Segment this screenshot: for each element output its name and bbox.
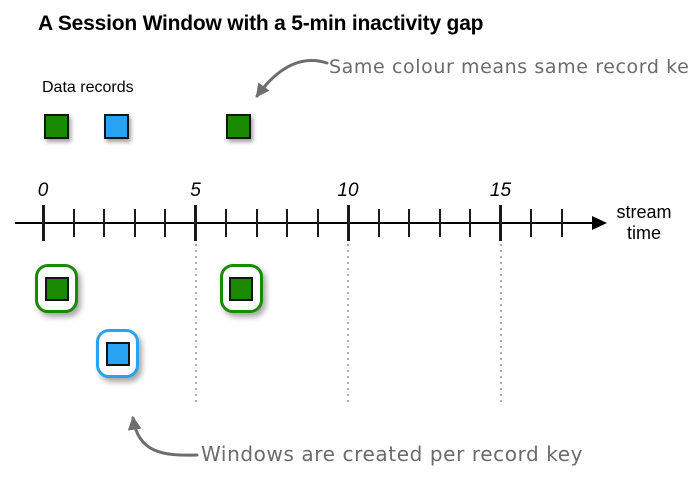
guide-line-15 (499, 244, 502, 404)
minor-tick-12 (408, 209, 410, 237)
minor-tick-8 (286, 209, 288, 237)
minor-tick-9 (316, 209, 319, 237)
annotation-arrow-top (255, 58, 329, 98)
major-tick-10 (346, 205, 350, 241)
minor-tick-7 (255, 209, 258, 237)
minor-tick-6 (225, 209, 227, 237)
minor-tick-16 (530, 209, 532, 237)
annotation-arrow-bottom (127, 415, 199, 457)
data-records-label: Data records (42, 79, 134, 96)
windowed-record-blue (105, 341, 130, 366)
minor-tick-13 (438, 209, 441, 237)
tick-label-0: 0 (37, 180, 49, 201)
data-record-blue (103, 114, 129, 139)
stream-time-line1: stream (616, 202, 672, 222)
stream-time-line2: time (626, 223, 661, 243)
stream-time-label: stream time (606, 202, 682, 244)
session-window-green (219, 264, 263, 313)
windowed-record-green (229, 276, 254, 301)
minor-tick-4 (164, 209, 166, 237)
timeline-arrowhead-icon (592, 216, 607, 230)
annotation-windows-per-key: Windows are created per record key (201, 442, 584, 466)
minor-tick-2 (103, 209, 105, 237)
guide-line-10 (347, 244, 349, 404)
minor-tick-11 (377, 209, 380, 237)
tick-label-15: 15 (489, 180, 512, 201)
minor-tick-1 (72, 209, 75, 237)
tick-label-5: 5 (190, 180, 201, 201)
major-tick-0 (41, 205, 45, 241)
tick-label-10: 10 (337, 180, 359, 201)
major-tick-15 (499, 205, 502, 241)
guide-line-5 (194, 244, 197, 404)
data-record-green (225, 114, 251, 139)
session-window-blue (96, 329, 140, 378)
annotation-same-colour: Same colour means same record key (329, 56, 688, 78)
minor-tick-17 (560, 209, 563, 237)
diagram-title: A Session Window with a 5-min inactivity… (38, 12, 484, 35)
data-record-green (44, 114, 70, 139)
timeline-axis (15, 222, 593, 224)
session-window-green (35, 264, 79, 313)
minor-tick-14 (469, 209, 471, 237)
windowed-record-green (44, 276, 69, 301)
major-tick-5 (194, 205, 197, 241)
minor-tick-3 (133, 209, 136, 237)
